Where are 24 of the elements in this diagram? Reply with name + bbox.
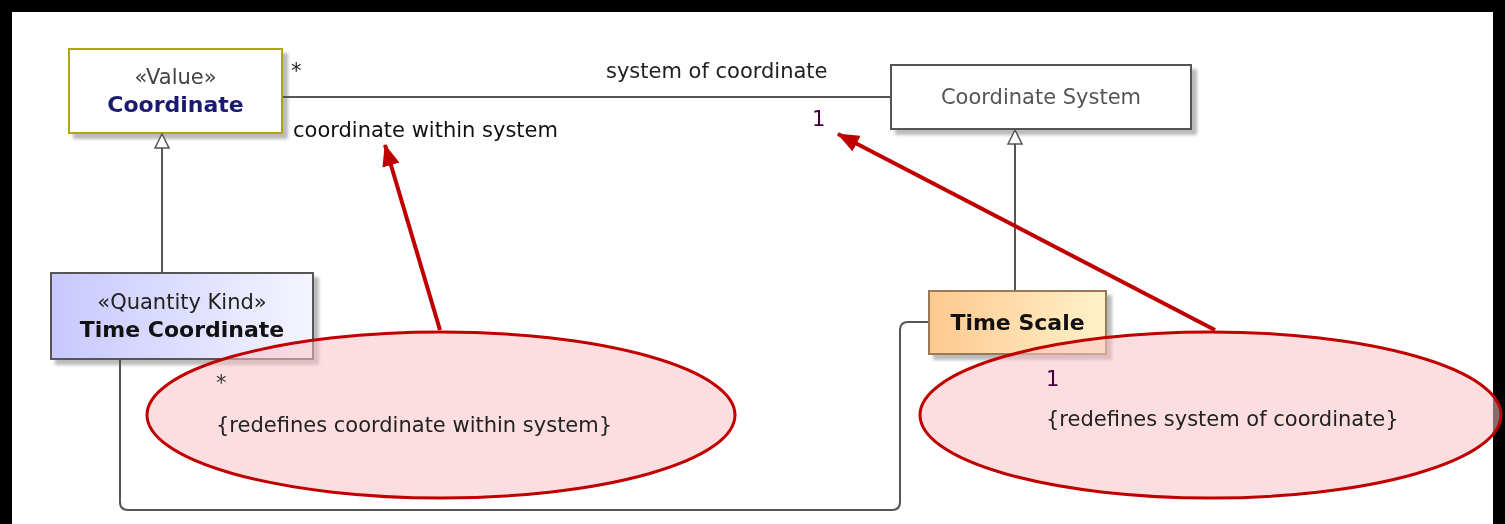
class-name: Time Scale bbox=[950, 309, 1085, 336]
role-name-label: coordinate within system bbox=[293, 115, 618, 145]
class-name: Time Coordinate bbox=[79, 316, 285, 343]
class-name: Coordinate bbox=[107, 91, 244, 118]
constraint-label: {redefines coordinate within system} bbox=[216, 412, 613, 439]
multiplicity-label: 1 bbox=[812, 104, 834, 134]
class-box bbox=[890, 64, 1192, 130]
pointer-arrow bbox=[837, 132, 1216, 332]
role-name-label: system of coordinate bbox=[606, 58, 828, 85]
stereotype-label: «Quantity Kind» bbox=[97, 289, 267, 316]
class-box bbox=[50, 272, 314, 360]
stereotype-label: «Value» bbox=[134, 64, 217, 91]
pointer-arrow bbox=[382, 143, 442, 331]
generalization-arrow bbox=[154, 133, 170, 273]
class-name: Coordinate System bbox=[940, 83, 1142, 111]
association-line bbox=[282, 96, 891, 98]
constraint-label: {redefines system of coordinate} bbox=[1046, 406, 1399, 433]
multiplicity-label: * bbox=[216, 370, 227, 397]
class-box bbox=[928, 290, 1107, 355]
generalization-arrow bbox=[1007, 129, 1023, 291]
multiplicity-label: * bbox=[291, 58, 302, 85]
association-line bbox=[119, 321, 929, 511]
multiplicity-label: 1 bbox=[1046, 366, 1060, 393]
class-box bbox=[68, 48, 283, 134]
